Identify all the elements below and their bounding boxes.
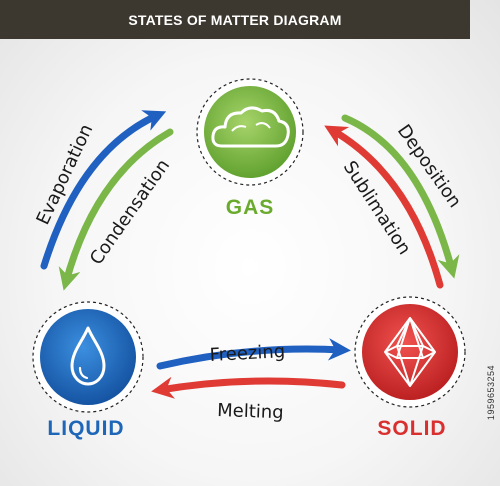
sublimation-arrow [324,125,444,289]
deposition-arrow [341,114,460,279]
gas-label: GAS [225,196,275,219]
cloud-icon [211,106,290,148]
solid-label: SOLID [377,417,447,440]
water-drop-icon [70,326,106,386]
sublimation-label: Sublimation [339,157,415,258]
solid-node [354,296,466,408]
condensation-arrow [58,128,174,291]
freezing-arrow [156,338,351,370]
side-code: 1959653254 [486,365,496,421]
crystal-icon [384,317,436,387]
gas-node [196,78,304,186]
diagram-title: STATES OF MATTER DIAGRAM [0,0,470,39]
evaporation-arrow [40,110,167,270]
liquid-node [32,301,144,413]
melting-label: Melting [217,400,284,423]
liquid-label: LIQUID [47,417,125,440]
condensation-label: Condensation [86,155,174,268]
freezing-label: Freezing [209,341,285,366]
melting-arrow [151,376,346,399]
